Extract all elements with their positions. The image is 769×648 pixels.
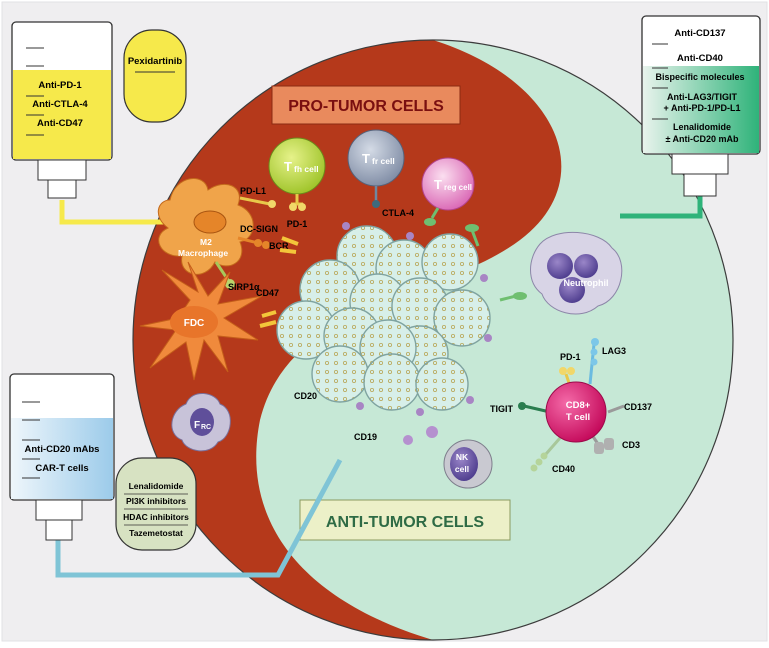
tfr-cell: T fr cell [347, 129, 405, 208]
marker-lag3: LAG3 [602, 346, 626, 356]
marker-dcsign: DC-SIGN [240, 224, 278, 234]
pill-label-tazemetostat: Tazemetostat [129, 528, 183, 538]
neutrophil: Neutrophil [530, 231, 623, 315]
bag-label-anti-pd1-pdl1: + Anti-PD-1/PD-L1 [664, 103, 741, 113]
marker-cd3: CD3 [622, 440, 640, 450]
bag-label-anti-cd47: Anti-CD47 [37, 118, 83, 129]
fdc-cell: FDC [139, 261, 263, 381]
m2-label: M2 [200, 237, 212, 247]
tfh-label-sub: fh cell [294, 164, 319, 174]
marker-pd1-top: PD-1 [287, 219, 308, 229]
tfh-cell: T fh cell [268, 137, 326, 211]
fdc-label: FDC [184, 318, 205, 329]
anti-tumor-title-text: ANTI-TUMOR CELLS [326, 514, 485, 531]
marker-cd137: CD137 [624, 402, 652, 412]
frc-label-main: F [194, 420, 200, 431]
marker-cd20: CD20 [294, 391, 317, 401]
tfr-label-main: T [362, 151, 370, 166]
pro-tumor-title-text: PRO-TUMOR CELLS [288, 98, 444, 115]
marker-cd19: CD19 [354, 432, 377, 442]
tube-top-right [620, 196, 703, 219]
treg-label-main: T [434, 177, 442, 192]
marker-ctla4: CTLA-4 [382, 208, 414, 218]
anti-tumor-title: ANTI-TUMOR CELLS [299, 499, 511, 541]
marker-cd47: CD47 [256, 288, 279, 298]
frc-label-sub: RC [201, 424, 211, 431]
pill-label-lenalidomide: Lenalidomide [129, 481, 184, 491]
bag-label-anti-cd20-mab: ± Anti-CD20 mAb [665, 134, 739, 144]
pill-label-pexidartinib: Pexidartinib [128, 56, 183, 67]
cd8-label-2: T cell [566, 412, 590, 423]
dcsign-receptor [237, 236, 270, 249]
marker-bcr: BCR [269, 241, 289, 251]
drug-pill-pexidartinib: Pexidartinib [123, 29, 187, 123]
bag-label-anti-cd40: Anti-CD40 [677, 53, 723, 64]
tfr-label-sub: fr cell [372, 156, 395, 166]
nk-label-2: cell [455, 464, 469, 474]
bag-label-anti-cd137: Anti-CD137 [674, 28, 725, 39]
tfh-label-main: T [284, 159, 292, 174]
bag-label-anti-cd20-mabs: Anti-CD20 mAbs [25, 444, 100, 455]
cd8-label-1: CD8+ [566, 400, 591, 411]
bag-label-anti-ctla4: Anti-CTLA-4 [32, 99, 88, 110]
macrophage-label: Macrophage [178, 248, 228, 258]
bag-label-car-t: CAR-T cells [35, 463, 88, 474]
drug-pill-combo: Lenalidomide PI3K inhibitors HDAC inhibi… [115, 457, 197, 551]
bag-label-anti-pd1: Anti-PD-1 [38, 80, 82, 91]
pill-label-pi3k: PI3K inhibitors [126, 496, 186, 506]
infusion-bag-top-right: Anti-CD137 Anti-CD40 Bispecific molecule… [641, 15, 761, 197]
marker-tigit: TIGIT [490, 404, 513, 414]
marker-cd40: CD40 [552, 464, 575, 474]
tumor-cell-cluster [259, 222, 527, 445]
nk-cell: NK cell [443, 439, 493, 489]
marker-pdl1: PD-L1 [240, 186, 266, 196]
cd8-t-cell: CD8+ T cell [518, 338, 625, 472]
neutrophil-label: Neutrophil [564, 278, 609, 288]
infusion-bag-bottom-left: Anti-CD20 mAbs CAR-T cells [9, 373, 115, 541]
pill-label-hdac: HDAC inhibitors [123, 512, 189, 522]
pro-tumor-title: PRO-TUMOR CELLS [271, 85, 461, 125]
bag-label-lenalidomide-tr: Lenalidomide [673, 122, 731, 132]
marker-pd1-cd8: PD-1 [560, 352, 581, 362]
frc-cell: F RC [171, 393, 231, 452]
pdl1-receptor [239, 196, 276, 208]
marker-sirp: SIRP1α [228, 282, 260, 292]
treg-label-sub: reg cell [444, 183, 472, 192]
m2-macrophage: M2 Macrophage [157, 178, 254, 275]
tube-bottom-left [55, 458, 343, 578]
treg-cell: T reg cell [421, 157, 475, 226]
bag-label-bispecific: Bispecific molecules [655, 72, 744, 82]
infusion-bag-top-left: Anti-PD-1 Anti-CTLA-4 Anti-CD47 [11, 21, 113, 199]
bag-label-anti-lag3-tigit: Anti-LAG3/TIGIT [667, 92, 737, 102]
nk-label-1: NK [456, 452, 469, 462]
